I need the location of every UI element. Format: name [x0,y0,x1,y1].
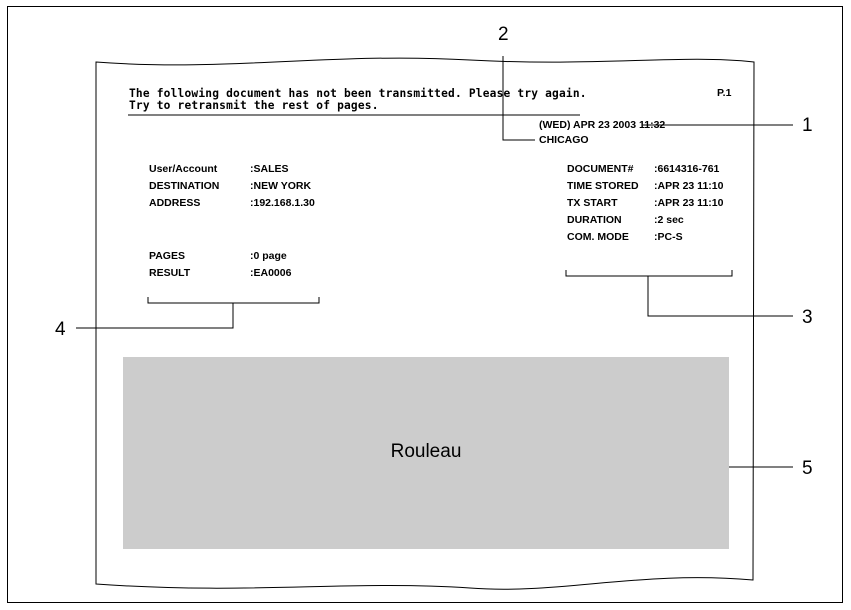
message-line-2: Try to retransmit the rest of pages. [129,99,379,112]
callout-4: 4 [55,319,66,340]
page-number: P.1 [717,87,732,99]
field-label-user-account: User/Account [149,163,218,175]
callout-2-leader [502,56,535,141]
callout-4-leader [76,303,234,329]
field-label-destination: DESTINATION [149,180,220,192]
field-value-com-mode: :PC-S [654,231,683,243]
callout-2: 2 [498,24,509,45]
figure-frame [7,6,843,603]
bracket-3 [565,270,733,277]
field-value-address: :192.168.1.30 [250,197,315,209]
field-value-pages: :0 page [250,250,287,262]
field-label-document: DOCUMENT# [567,163,634,175]
callout-1: 1 [802,115,813,136]
bracket-4 [147,297,320,304]
callout-3-leader [647,276,793,317]
field-value-time-stored: :APR 23 11:10 [654,180,724,192]
field-value-destination: :NEW YORK [250,180,312,192]
message-line-1: The following document has not been tran… [129,87,587,100]
field-label-tx-start: TX START [567,197,618,209]
field-value-user-account: :SALES [250,163,289,175]
field-label-com-mode: COM. MODE [567,231,629,243]
field-value-tx-start: :APR 23 11:10 [654,197,724,209]
roll-area: Rouleau [123,357,729,549]
field-label-duration: DURATION [567,214,622,226]
roll-label: Rouleau [390,441,462,462]
callout-5: 5 [802,458,813,479]
datetime: (WED) APR 23 2003 11:32 [539,119,666,131]
field-label-time-stored: TIME STORED [567,180,639,192]
field-value-document: :6614316-761 [654,163,720,175]
callout-3: 3 [802,307,813,328]
field-label-result: RESULT [149,267,191,279]
field-label-pages: PAGES [149,250,185,262]
sender: CHICAGO [539,134,589,146]
paper-outline [95,57,755,590]
field-label-address: ADDRESS [149,197,201,209]
field-value-duration: :2 sec [654,214,684,226]
field-value-result: :EA0006 [250,267,292,279]
